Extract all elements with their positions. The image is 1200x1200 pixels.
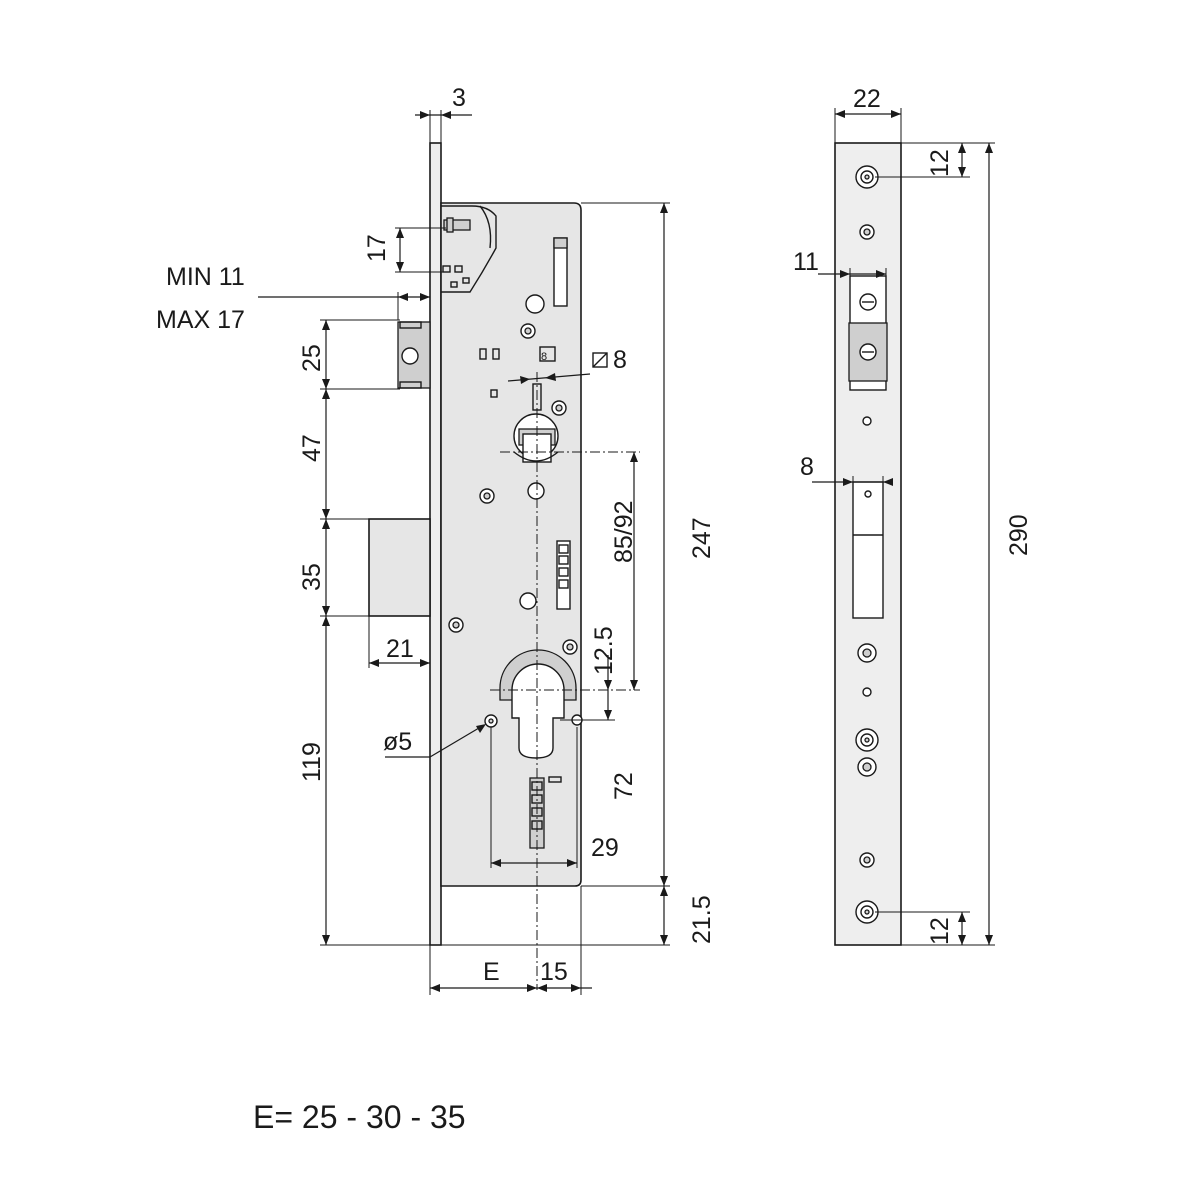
front-view: 8 [368, 142, 640, 990]
dim-adjust-min: MIN 11 [166, 263, 245, 291]
faceplate [429, 142, 442, 946]
dim-spindle-square: 8 [613, 346, 627, 374]
dim-hole-diameter: ø5 [383, 728, 412, 756]
dim-width-29: 29 [591, 834, 619, 862]
dim-backset: E [483, 958, 500, 986]
dim-side-total-290: 290 [1005, 514, 1033, 556]
side-roller-latch [848, 275, 888, 391]
dim-faceplate-thickness: 3 [452, 84, 466, 112]
dim-side-slot-8: 8 [800, 453, 814, 481]
screws [448, 294, 583, 728]
dim-side-width: 22 [853, 85, 881, 113]
dim-cylinder-offset: 12.5 [590, 626, 618, 675]
cylinder-hole [499, 649, 577, 759]
roller-latch [397, 321, 431, 389]
middle-mechanism [556, 540, 571, 610]
dim-bottom-21-5: 21.5 [688, 895, 716, 944]
side-view-dimensions: 22 12 11 8 290 12 [793, 85, 1033, 946]
dim-side-bottom-12: 12 [926, 917, 954, 945]
dim-side-roller-11: 11 [793, 248, 819, 276]
dim-bolt-height: 35 [298, 563, 326, 591]
dead-bolt [368, 518, 431, 617]
spindle-marker: 8 [541, 351, 547, 363]
front-view-dimensions: 3 17 MIN 11 MAX 17 25 47 35 119 [156, 84, 716, 995]
dim-total-247: 247 [688, 517, 716, 559]
latch-mechanism [441, 205, 497, 293]
dim-adjust-max: MAX 17 [156, 306, 245, 334]
dim-side-top-12: 12 [926, 149, 954, 177]
dim-roller-height: 25 [298, 344, 326, 372]
dim-backset-15: 15 [540, 958, 568, 986]
backset-options-note: E= 25 - 30 - 35 [253, 1099, 466, 1135]
dim-center-distance: 85/92 [610, 500, 638, 563]
dim-latch-offset: 17 [363, 234, 391, 262]
side-bolt-slot [852, 481, 884, 619]
dim-bolt-throw: 21 [386, 635, 414, 663]
dim-gap-47: 47 [298, 434, 326, 462]
side-view [834, 142, 902, 946]
dim-lower-72: 72 [610, 772, 638, 800]
dim-lower-119: 119 [298, 742, 326, 782]
